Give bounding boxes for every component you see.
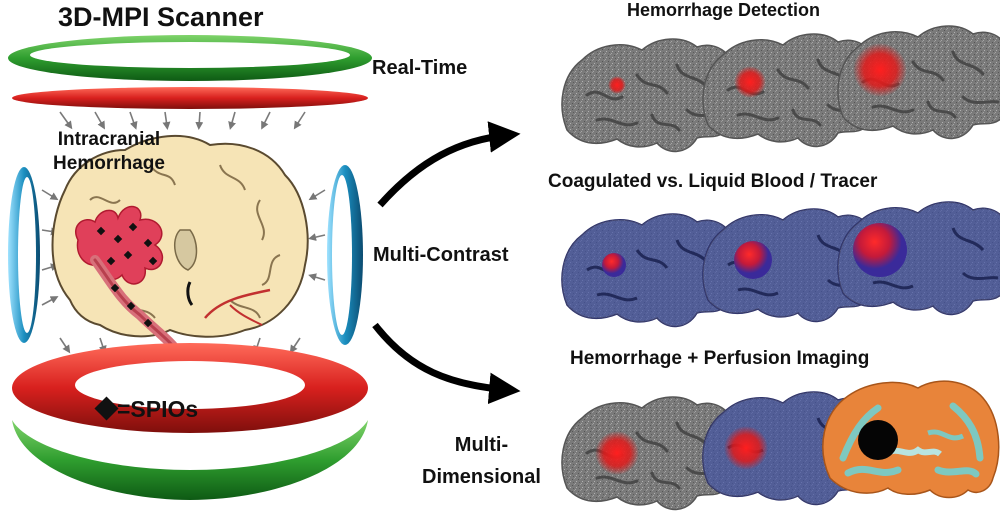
perfusion-title: Hemorrhage + Perfusion Imaging (570, 348, 870, 369)
spio-legend-label: =SPIOs (117, 396, 199, 422)
detection-title: Hemorrhage Detection (627, 0, 821, 20)
contrast-brain-3 (837, 201, 1000, 316)
multi-dimensional-label: Multi- Dimensional (422, 429, 541, 493)
detection-brain-1 (561, 38, 743, 153)
ich-label-line2: Hemorrhage (53, 153, 165, 174)
arrow-to-multi-dimensional (372, 322, 521, 405)
multi-dimensional-line2: Dimensional (422, 466, 541, 488)
multi-dimensional-line1: Multi- (454, 434, 509, 456)
bottom-green-coil (12, 420, 368, 500)
real-time-label: Real-Time (372, 57, 468, 79)
scanner-title: 3D-MPI Scanner (58, 2, 264, 32)
contrast-brain-2 (702, 208, 884, 323)
detection-row (561, 25, 1000, 153)
detection-brain-3 (837, 25, 1000, 140)
top-green-coil (8, 35, 372, 81)
perfusion-brain-colored (822, 380, 1000, 499)
intracranial-hemorrhage-label: Intracranial Hemorrhage (34, 128, 184, 176)
left-blue-coil (8, 167, 40, 343)
spio-particles (96, 222, 158, 328)
arrow-to-real-time (377, 121, 521, 208)
spio-legend-diamond (94, 396, 119, 421)
multi-contrast-label: Multi-Contrast (373, 244, 509, 266)
flow-arrows (372, 121, 521, 405)
perfusion-row (561, 380, 1000, 511)
perfusion-brain-gray (561, 396, 743, 511)
contrast-title: Coagulated vs. Liquid Blood / Tracer (548, 171, 878, 192)
contrast-row (561, 201, 1000, 328)
brain-illustration (51, 134, 309, 360)
detection-brain-2 (702, 33, 884, 148)
ich-label-line1: Intracranial (57, 129, 161, 150)
contrast-brain-1 (561, 213, 743, 328)
right-blue-coil (327, 165, 363, 345)
top-red-coil (12, 87, 368, 109)
scanner-illustration (8, 35, 372, 500)
